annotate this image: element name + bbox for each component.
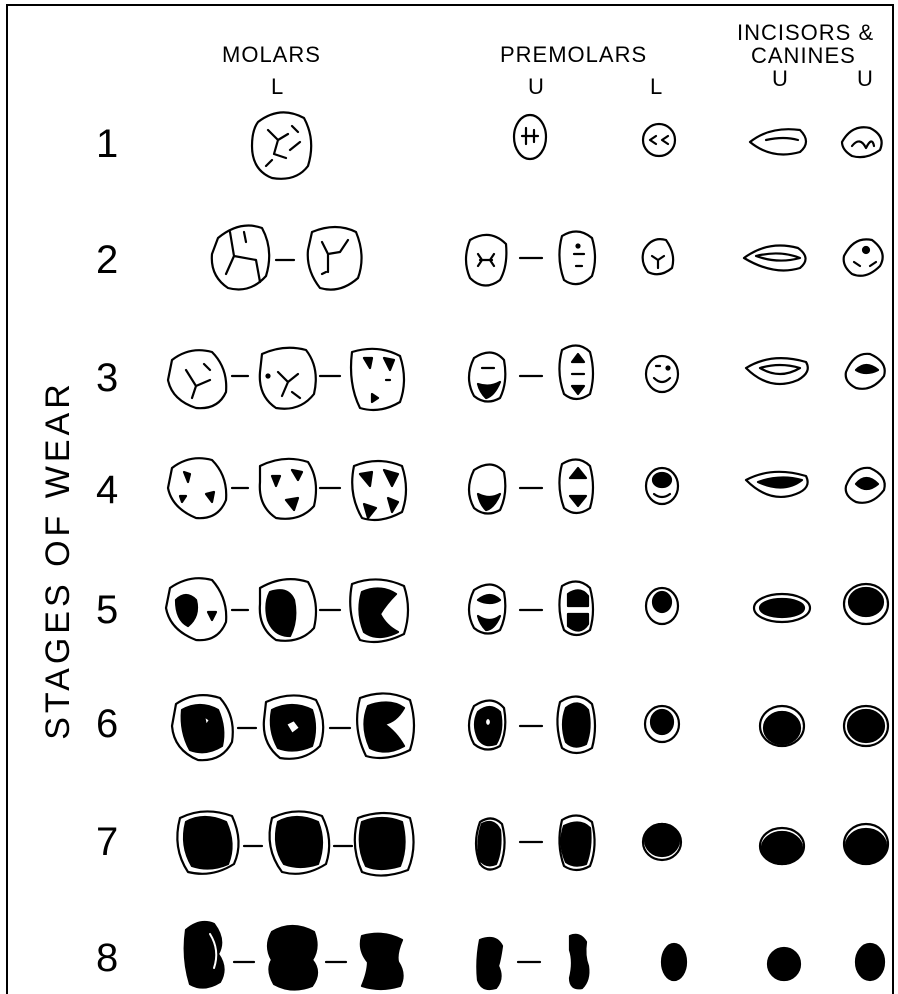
stage-1-incisor <box>750 129 806 154</box>
stage-5-premolar-upper <box>559 581 593 635</box>
stage-4-canine <box>846 468 885 503</box>
stage-8-molar-tooth <box>185 922 224 988</box>
stage-5-incisor <box>754 594 810 622</box>
stage-3-canine <box>846 354 885 389</box>
stage-3-incisor <box>746 358 808 384</box>
stage-4-incisor <box>746 472 808 497</box>
stage-3-premolar-lower <box>646 356 678 392</box>
stage-4-molar-tooth <box>168 458 226 518</box>
stage-3-premolar-upper <box>559 345 593 399</box>
stage-7-premolar-upper <box>559 815 594 870</box>
stage-8-incisor <box>768 948 800 980</box>
stage-2-premolar-lower <box>643 239 673 274</box>
stage-4-premolar-upper <box>559 459 593 513</box>
stage-2-premolar-upper <box>559 231 595 284</box>
stage-6-molar-tooth <box>172 695 233 760</box>
stage-8-molar-tooth <box>268 926 317 990</box>
stage-7-incisor <box>760 828 804 864</box>
stage-6-molar-tooth <box>264 695 323 758</box>
stage-6-premolar-upper <box>469 700 505 749</box>
stage-8-canine <box>856 944 884 980</box>
stage-1-premolar-lower <box>643 124 675 156</box>
stage-2-incisor <box>744 246 806 271</box>
stage-3-molar-tooth <box>260 348 316 409</box>
stage-4-premolar-lower <box>646 468 678 504</box>
stage-6-premolar-lower <box>645 706 679 742</box>
stage-6-incisor <box>760 706 804 746</box>
stage-4-molar-tooth <box>352 461 406 520</box>
stage-1-premolar-upper <box>514 115 546 159</box>
stage-5-premolar-upper <box>469 584 505 633</box>
stage-2-premolar-upper <box>466 235 506 286</box>
stage-7-premolar-lower <box>643 824 681 860</box>
stage-8-premolar-lower <box>662 944 686 980</box>
stage-5-premolar-lower <box>646 588 678 624</box>
stage-1-molar-tooth <box>252 112 311 178</box>
stage-8-molar-tooth <box>361 934 403 989</box>
stage-6-molar-tooth <box>357 693 414 758</box>
stage-4-molar-tooth <box>260 459 316 519</box>
stage-6-premolar-upper <box>557 696 595 753</box>
stage-7-molar-tooth <box>177 811 238 873</box>
stage-7-molar-tooth <box>355 813 414 876</box>
stage-1-canine <box>842 127 882 157</box>
stage-2-canine <box>844 239 883 275</box>
stage-5-canine <box>844 584 888 624</box>
stage-3-premolar-upper <box>469 352 505 401</box>
stage-8-premolar-upper <box>477 938 502 989</box>
stage-3-molar-tooth <box>168 350 226 408</box>
stage-4-premolar-upper <box>469 464 505 513</box>
stage-8-premolar-upper <box>570 935 588 988</box>
stage-5-molar-tooth <box>260 579 316 641</box>
stage-3-molar-tooth <box>351 349 404 410</box>
stage-5-molar-tooth <box>350 579 408 642</box>
stage-7-canine <box>844 824 888 864</box>
stage-2-molar-tooth <box>308 227 362 290</box>
stage-7-molar-tooth <box>270 811 330 873</box>
stage-6-canine <box>844 706 888 746</box>
stage-5-molar-tooth <box>166 578 226 640</box>
stage-7-premolar-upper <box>476 818 505 869</box>
stage-2-molar-tooth <box>212 226 269 290</box>
